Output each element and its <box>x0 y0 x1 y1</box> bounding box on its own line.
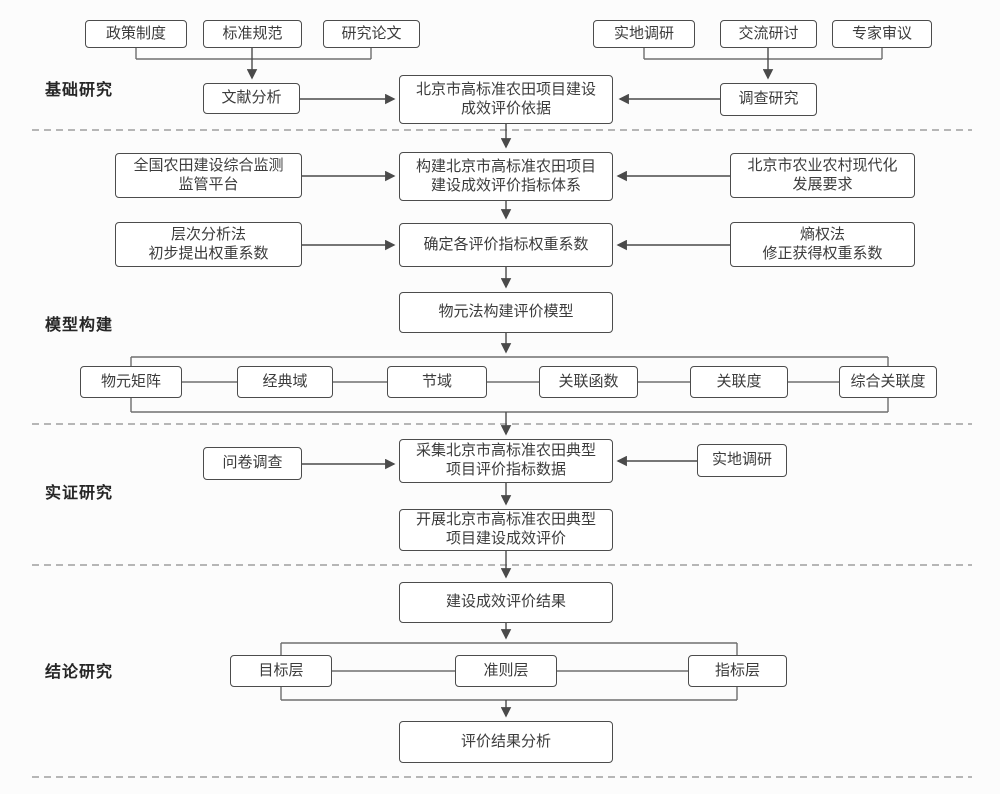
flow-node-monitoring-platform: 全国农田建设综合监测 监管平台 <box>115 153 302 198</box>
flow-node-questionnaire: 问卷调查 <box>203 447 302 480</box>
flow-node-matter-matrix: 物元矩阵 <box>80 366 182 398</box>
section-label-conclusion-research: 结论研究 <box>45 664 114 681</box>
flow-node-matter-element-model: 物元法构建评价模型 <box>399 292 613 333</box>
flow-node-paper: 研究论文 <box>323 20 420 48</box>
flow-node-classical-domain: 经典域 <box>237 366 333 398</box>
flow-node-index-system: 构建北京市高标准农田项目 建设成效评价指标体系 <box>399 152 613 201</box>
flow-node-result-analysis: 评价结果分析 <box>399 721 613 763</box>
flow-node-literature-analysis: 文献分析 <box>203 83 300 114</box>
flow-node-criterion-layer: 准则层 <box>455 655 557 687</box>
flow-node-ahp-method: 层次分析法 初步提出权重系数 <box>115 222 302 267</box>
plain-connectors <box>130 47 889 701</box>
flow-node-discussion: 交流研讨 <box>720 20 817 48</box>
flow-node-correlation-function: 关联函数 <box>539 366 638 398</box>
flow-node-expert-review: 专家审议 <box>832 20 932 48</box>
flow-node-collect-data: 采集北京市高标准农田典型 项目评价指标数据 <box>399 439 613 483</box>
flow-node-evaluation-result: 建设成效评价结果 <box>399 582 613 623</box>
flow-node-target-layer: 目标层 <box>230 655 332 687</box>
flow-node-comprehensive-degree: 综合关联度 <box>839 366 937 398</box>
flow-node-correlation-degree: 关联度 <box>690 366 788 398</box>
flow-node-standard: 标准规范 <box>203 20 302 48</box>
section-label-empirical-research: 实证研究 <box>45 485 114 502</box>
flow-node-modernization-requirement: 北京市农业农村现代化 发展要求 <box>730 153 915 198</box>
flow-node-field-survey-1: 实地调研 <box>593 20 695 48</box>
flow-node-field-survey-2: 实地调研 <box>697 444 787 477</box>
flow-node-policy: 政策制度 <box>85 20 187 48</box>
section-dividers <box>32 129 972 778</box>
flow-node-investigation: 调查研究 <box>720 83 817 116</box>
flow-node-indicator-layer: 指标层 <box>688 655 787 687</box>
section-label-foundation-research: 基础研究 <box>45 82 114 99</box>
arrow-connectors <box>246 47 774 718</box>
flow-node-weight-coefficients: 确定各评价指标权重系数 <box>399 223 613 267</box>
flow-node-segment-domain: 节域 <box>387 366 487 398</box>
flow-node-entropy-method: 熵权法 修正获得权重系数 <box>730 222 915 267</box>
flow-node-evaluation-basis: 北京市高标准农田项目建设 成效评价依据 <box>399 75 613 124</box>
section-label-model-construction: 模型构建 <box>45 317 114 334</box>
flow-node-conduct-evaluation: 开展北京市高标准农田典型 项目建设成效评价 <box>399 509 613 551</box>
